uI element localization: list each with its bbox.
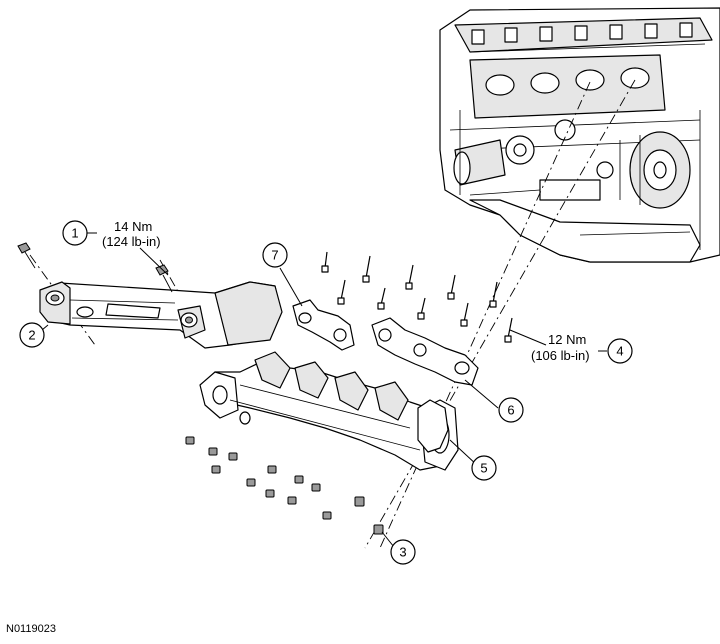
callout-7-number: 7 bbox=[271, 248, 278, 263]
head-exhaust-ports bbox=[485, 67, 650, 96]
manifold-studs bbox=[321, 251, 513, 343]
outlet-nuts bbox=[354, 496, 384, 535]
callout-3-number: 3 bbox=[399, 545, 406, 560]
callout-1-torque-lbin: (124 lb-in) bbox=[102, 234, 161, 249]
manifold-gasket-6 bbox=[371, 317, 479, 386]
callout-7: 7 bbox=[262, 242, 288, 268]
heat-shield bbox=[39, 281, 283, 349]
callout-6: 6 bbox=[498, 397, 524, 423]
callout-4: 4 12 Nm (106 lb-in) bbox=[531, 332, 633, 364]
callout-4-torque-lbin: (106 lb-in) bbox=[531, 348, 590, 363]
callout-5-number: 5 bbox=[480, 461, 487, 476]
callout-5: 5 bbox=[471, 455, 497, 481]
valve-cover-bolts bbox=[471, 22, 693, 45]
callout-4-torque-nm: 12 Nm bbox=[548, 332, 586, 347]
callout-6-number: 6 bbox=[507, 403, 514, 418]
callout-1-number: 1 bbox=[71, 226, 78, 241]
manifold-gasket-7 bbox=[292, 299, 355, 351]
outlet-gasket bbox=[417, 399, 449, 453]
callout-2: 2 bbox=[19, 322, 45, 348]
callout-1: 1 14 Nm (124 lb-in) bbox=[62, 219, 161, 249]
engine-block bbox=[439, 7, 720, 263]
callout-4-number: 4 bbox=[616, 344, 623, 359]
manifold-nuts bbox=[185, 436, 332, 520]
figure-code: N0119023 bbox=[6, 623, 56, 635]
callout-3: 3 bbox=[390, 539, 416, 565]
callout-2-number: 2 bbox=[28, 328, 35, 343]
callout-1-torque-nm: 14 Nm bbox=[114, 219, 152, 234]
